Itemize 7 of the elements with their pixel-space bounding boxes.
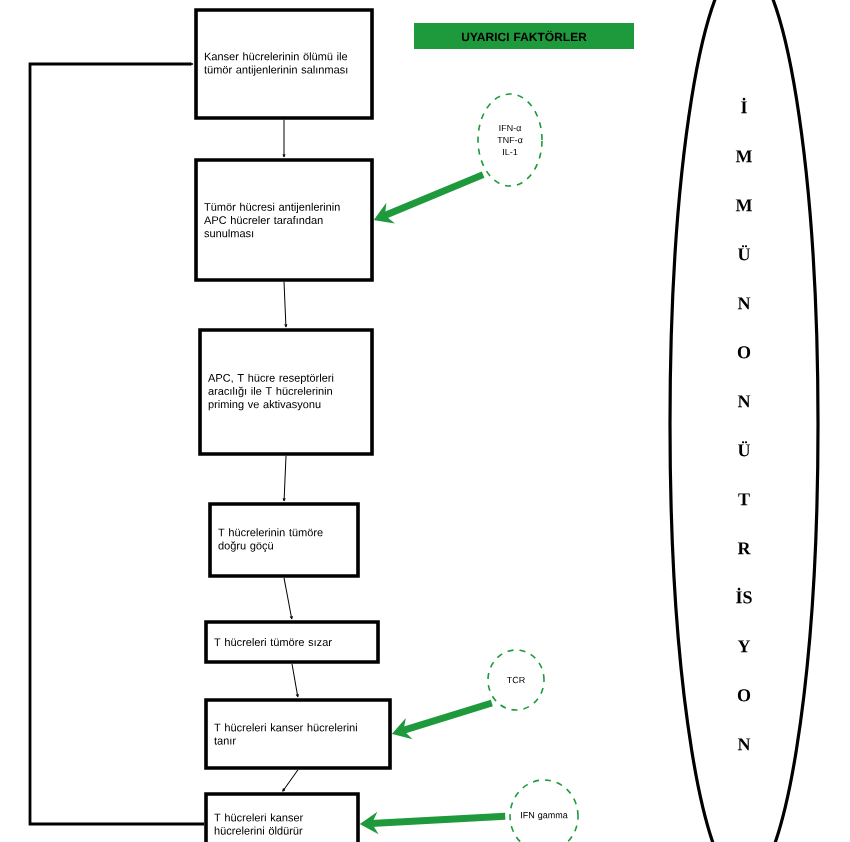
arrow (282, 119, 286, 158)
arrow (282, 455, 287, 502)
arrow (28, 62, 205, 826)
arrow (291, 663, 299, 698)
arrow (283, 281, 288, 328)
arrow (282, 769, 299, 792)
arrow (283, 577, 293, 620)
